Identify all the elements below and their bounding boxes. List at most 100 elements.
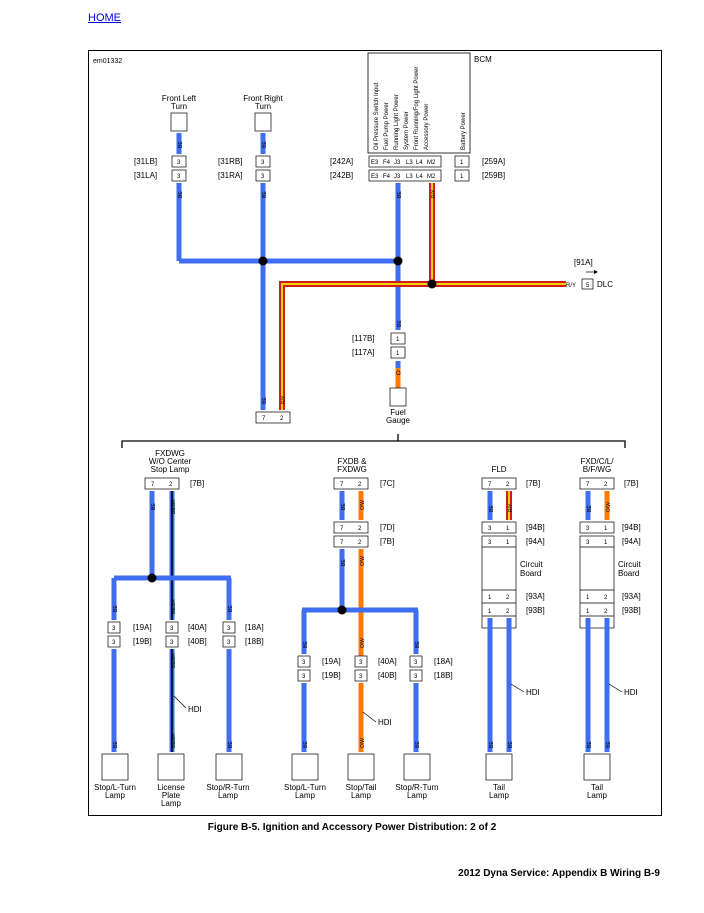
diagram-text: HDI — [378, 718, 392, 727]
diagram-text: BE — [489, 741, 495, 748]
diagram-text: [7D] — [380, 523, 395, 532]
diagram-text: [40B] — [378, 671, 397, 680]
diagram-text: BE — [606, 741, 612, 748]
diagram-text: 3 — [170, 626, 174, 632]
wire-label: BE — [178, 191, 184, 198]
diagram-text: [18B] — [434, 671, 453, 680]
diagram-text: R/Y — [508, 503, 514, 512]
diagram-text: [19A] — [133, 623, 152, 632]
diagram-text: Lamp — [351, 791, 372, 800]
diagram-text: Circuit — [520, 560, 543, 569]
diagram-text: 3 — [359, 674, 363, 680]
diagram-text: BE — [228, 741, 234, 748]
svg-text:1: 1 — [506, 526, 510, 532]
diagram-text: 2 — [604, 482, 608, 488]
bcm-pin-label: Accessory Power — [424, 104, 430, 150]
svg-text:2: 2 — [604, 595, 608, 601]
diagram-text: BE — [587, 741, 593, 748]
front-left-label: Front Left — [162, 94, 197, 103]
wire-label: O — [396, 371, 401, 377]
diagram-text: Tail — [493, 783, 505, 792]
svg-text:1: 1 — [488, 595, 492, 601]
svg-text:2: 2 — [506, 595, 510, 601]
diagram-text: Stop/L-Turn — [284, 783, 326, 792]
bcm-conn-a: [242A] — [330, 157, 353, 166]
wire-label: BE — [262, 397, 268, 404]
variant-bracket — [121, 434, 626, 448]
front-left-turn-lamp — [170, 112, 188, 132]
front-right-conn-b: [31RA] — [218, 171, 242, 180]
diagram-text: [18A] — [245, 623, 264, 632]
diagram-text: 2 — [506, 482, 510, 488]
diagram-text: [19B] — [322, 671, 341, 680]
diagram-text: [94B] — [622, 523, 641, 532]
diagram-text: [94A] — [526, 537, 545, 546]
front-right-conn-a: [31RB] — [218, 157, 242, 166]
diagram-text: Lamp — [489, 791, 510, 800]
diagram-text: Lamp — [161, 799, 182, 808]
diagram-text: BE — [113, 741, 119, 748]
diagram-text: Stop/L-Turn — [94, 783, 136, 792]
diagram-text: [19B] — [133, 637, 152, 646]
wire-label: BE — [397, 320, 403, 327]
bcm-pin-label: System Power — [404, 111, 410, 150]
bcm-cell: J3 — [394, 160, 401, 166]
diagram-text: Lamp — [218, 791, 239, 800]
diagram-text: FXDB & — [338, 457, 368, 466]
diagram-text: Plate — [162, 791, 181, 800]
diagram-text: 3 — [359, 660, 363, 666]
diagram-text: 3 — [170, 640, 174, 646]
diagram-text: BE/BK — [171, 733, 177, 748]
bcm-batt-pin: 1 — [460, 174, 464, 180]
diagram-text: 7 — [340, 482, 344, 488]
bcm-batt-a: [259A] — [482, 157, 505, 166]
diagram-text: [19A] — [322, 657, 341, 666]
pin: 3 — [261, 174, 265, 180]
wire-label: R/Y — [431, 189, 437, 198]
circuit-board — [579, 535, 615, 629]
diagram-text: [40A] — [378, 657, 397, 666]
pin: 7 — [151, 482, 155, 488]
diagram-text: BE — [415, 741, 421, 748]
diagram-text: Circuit — [618, 560, 641, 569]
diagram-text: BE — [341, 503, 347, 510]
diagram-text: 7 — [488, 482, 492, 488]
diagram-text: 2 — [358, 526, 362, 532]
diagram-text: 3 — [302, 674, 306, 680]
diagram-text: HDI — [624, 688, 638, 697]
diagram-text: BE — [489, 505, 495, 512]
diagram-text: 2 — [358, 540, 362, 546]
diagram-text: [93B] — [622, 606, 641, 615]
bcm-pin-label: Running Light Power — [394, 94, 400, 150]
diagram-text: 3 — [414, 660, 418, 666]
svg-text:1: 1 — [586, 609, 590, 615]
dlc-label: DLC — [597, 280, 613, 289]
wire-label: BE/BK — [171, 499, 177, 514]
diagram-text: FLD — [491, 465, 506, 474]
splice-dot — [258, 256, 268, 266]
diagram-text: 2 — [358, 482, 362, 488]
diagram-text: 3 — [112, 626, 116, 632]
g1-label: W/O Center — [149, 457, 192, 466]
diagram-text: [7B] — [526, 479, 540, 488]
diagram-text: [7B] — [380, 537, 394, 546]
bcm-pin-label: Front Running/Fog Light Power — [414, 67, 420, 150]
diagram-text: O/W — [360, 638, 366, 648]
diagram-frame — [88, 50, 662, 816]
diagram-text: BE — [415, 641, 421, 648]
diagram-text: O/W — [360, 500, 366, 510]
diagram-text: 3 — [302, 660, 306, 666]
bcm-pin-label: Fuel Pump Power — [384, 102, 390, 150]
diagram-text: 7 — [586, 482, 590, 488]
pin: 2 — [280, 416, 284, 422]
diagram-text: [93A] — [622, 592, 641, 601]
diagram-text: HDI — [526, 688, 540, 697]
diagram-text: [93A] — [526, 592, 545, 601]
g1-label: FXDWG — [155, 449, 185, 458]
home-link[interactable]: HOME — [88, 12, 121, 24]
bcm-cell: E3 — [371, 174, 379, 180]
diagram-text: Stop/Tail — [346, 783, 377, 792]
pin: 1 — [396, 351, 400, 357]
pin: 1 — [396, 337, 400, 343]
